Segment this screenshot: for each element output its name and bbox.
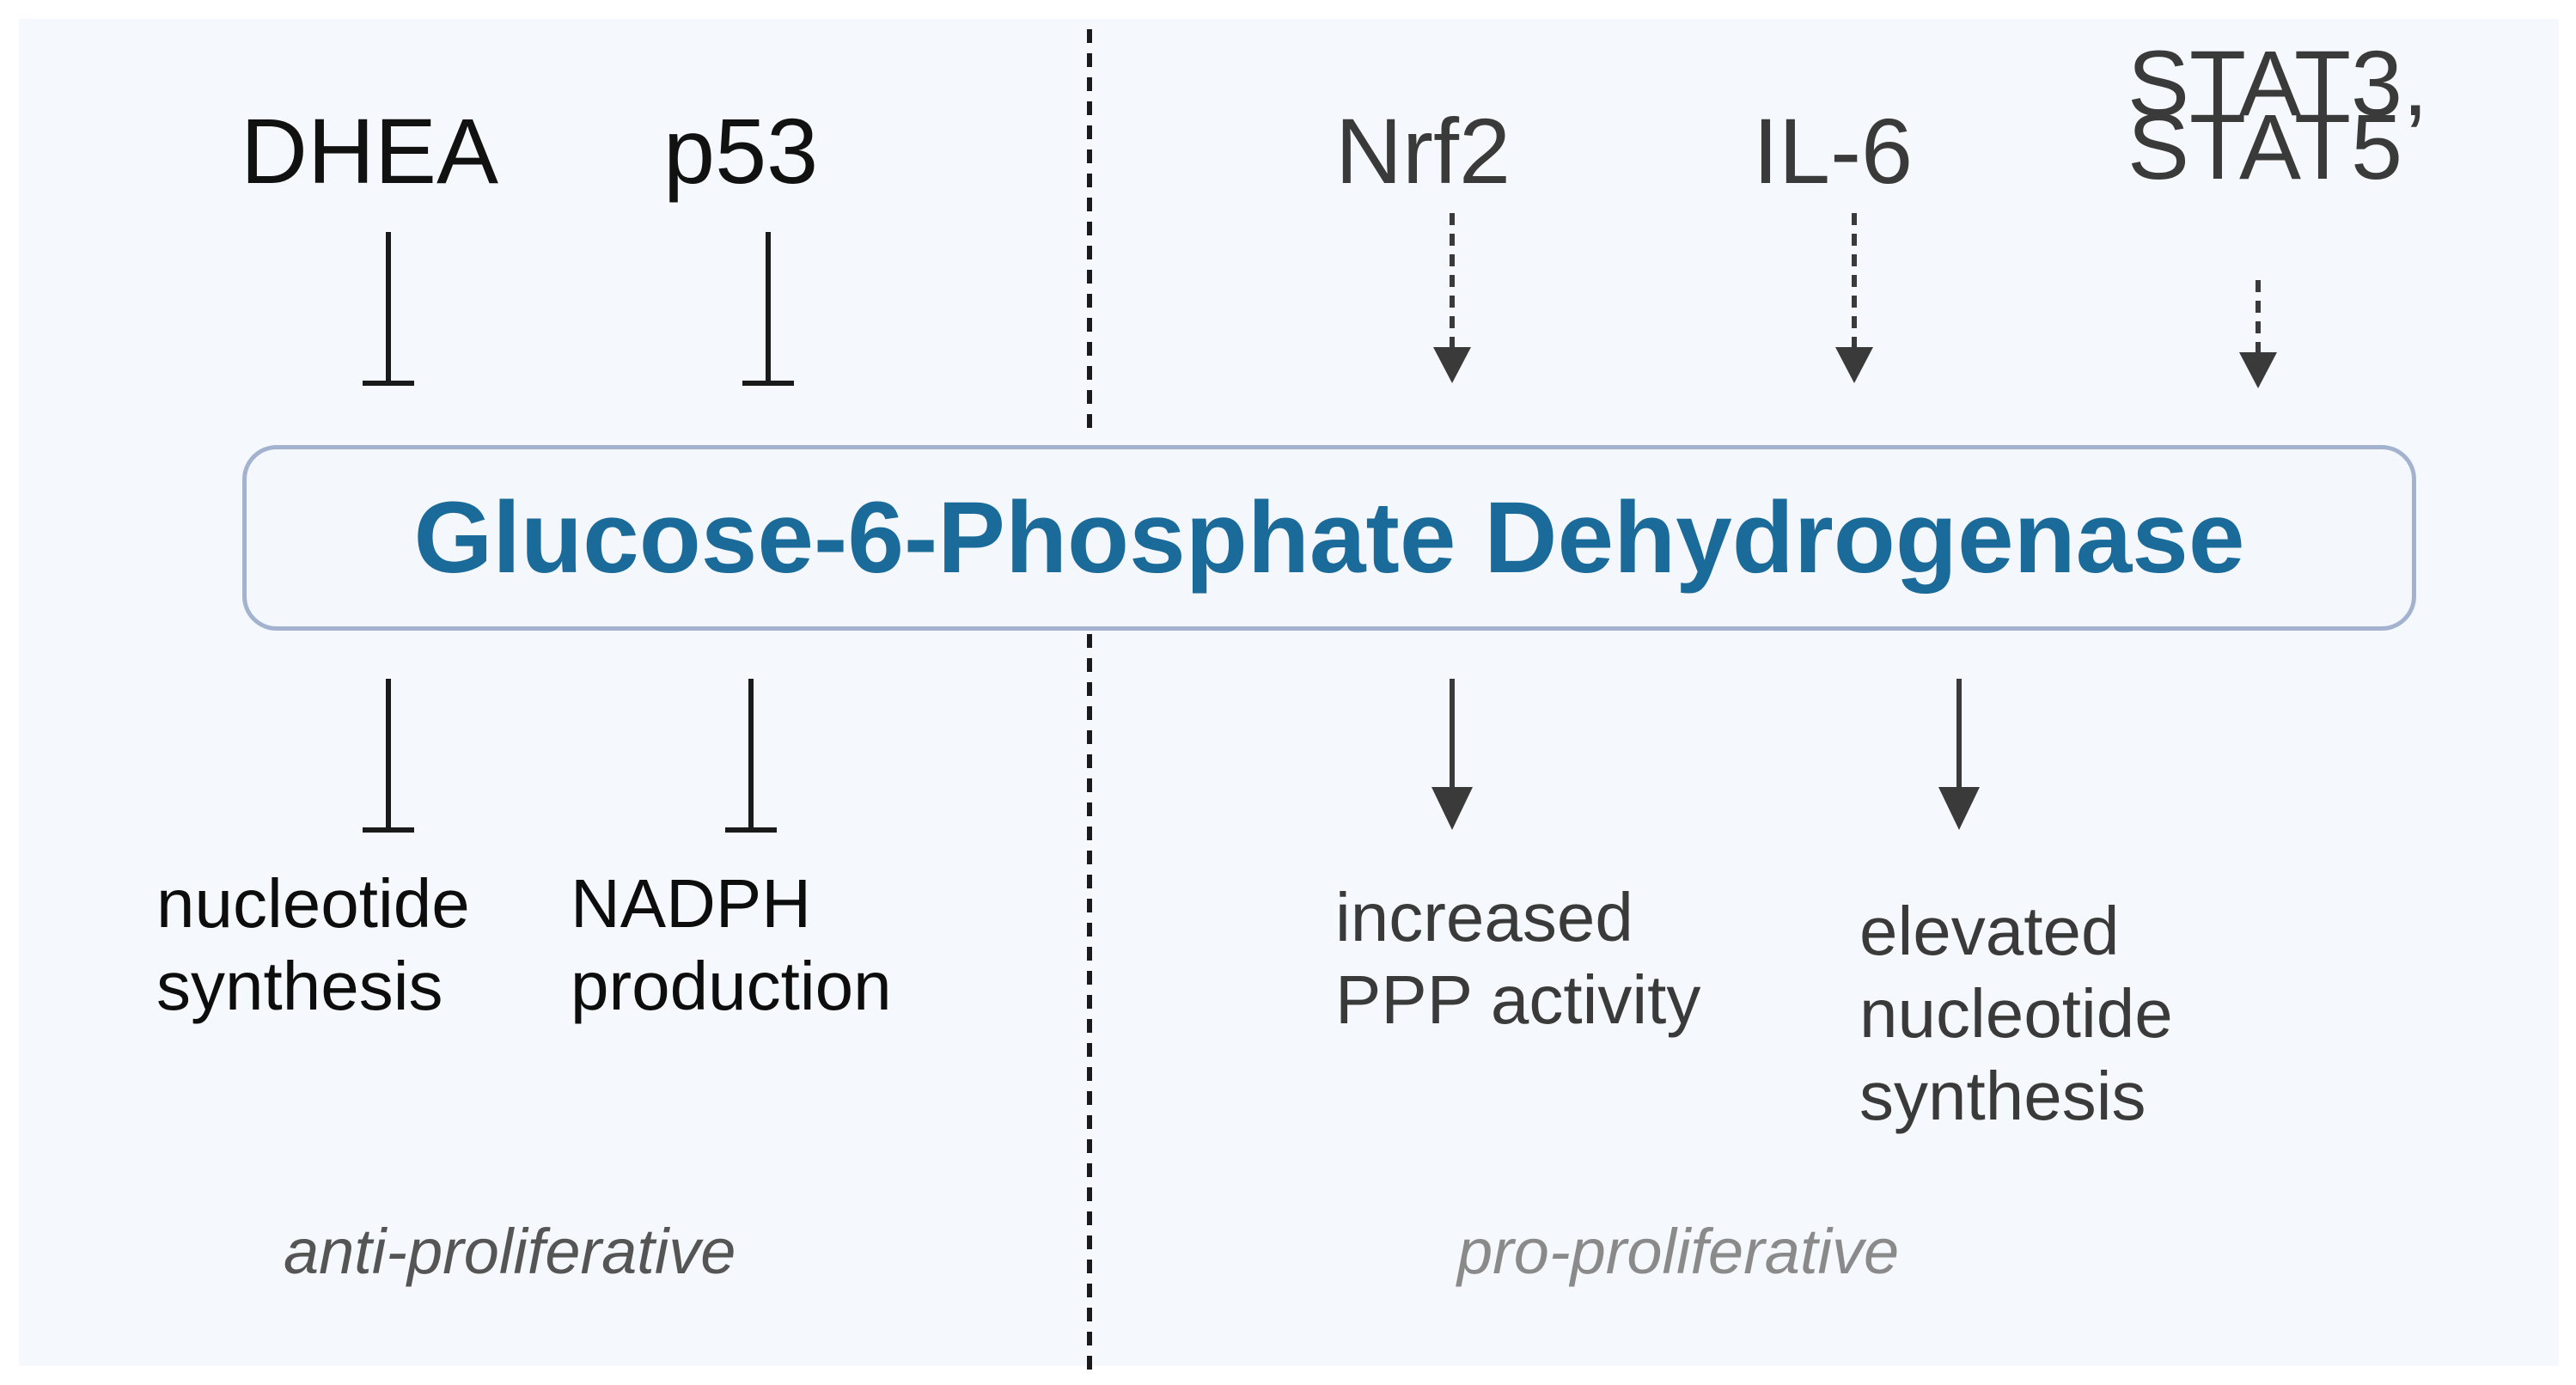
caption-anti-proliferative: anti-proliferative bbox=[284, 1216, 736, 1287]
caption-pro-proliferative: pro-proliferative bbox=[1457, 1216, 1900, 1287]
effect-nadph-production: NADPH production bbox=[571, 865, 892, 1024]
regulator-p53: p53 bbox=[663, 99, 819, 203]
effect-increased-ppp-activity: increased PPP activity bbox=[1335, 879, 1701, 1038]
arrow-increased-ppp-activity bbox=[1431, 679, 1473, 830]
effect-elevated-nucleotide-synthesis: elevated nucleotide synthesis bbox=[1859, 893, 2173, 1134]
activation-nrf2 bbox=[1433, 213, 1471, 383]
inhibition-p53 bbox=[742, 232, 794, 386]
background-panel bbox=[19, 19, 2559, 1366]
inhibition-nucleotide-synthesis bbox=[363, 679, 414, 833]
enzyme-label: Glucose-6-Phosphate Dehydrogenase bbox=[413, 481, 2245, 595]
regulator-il6: IL-6 bbox=[1753, 99, 1914, 203]
regulator-nrf2: Nrf2 bbox=[1335, 99, 1511, 203]
activation-il6 bbox=[1835, 213, 1873, 383]
effect-nucleotide-synthesis: nucleotide synthesis bbox=[156, 865, 470, 1024]
activation-stat3-stat5 bbox=[2239, 280, 2277, 388]
inhibition-nadph-production bbox=[725, 679, 777, 833]
arrow-elevated-nucleotide-synthesis bbox=[1938, 679, 1980, 830]
inhibition-dhea bbox=[363, 232, 414, 386]
enzyme-box: Glucose-6-Phosphate Dehydrogenase bbox=[242, 445, 2416, 631]
regulator-dhea: DHEA bbox=[241, 99, 499, 203]
regulator-stat3-stat5: STAT3, STAT5 bbox=[2127, 31, 2429, 198]
